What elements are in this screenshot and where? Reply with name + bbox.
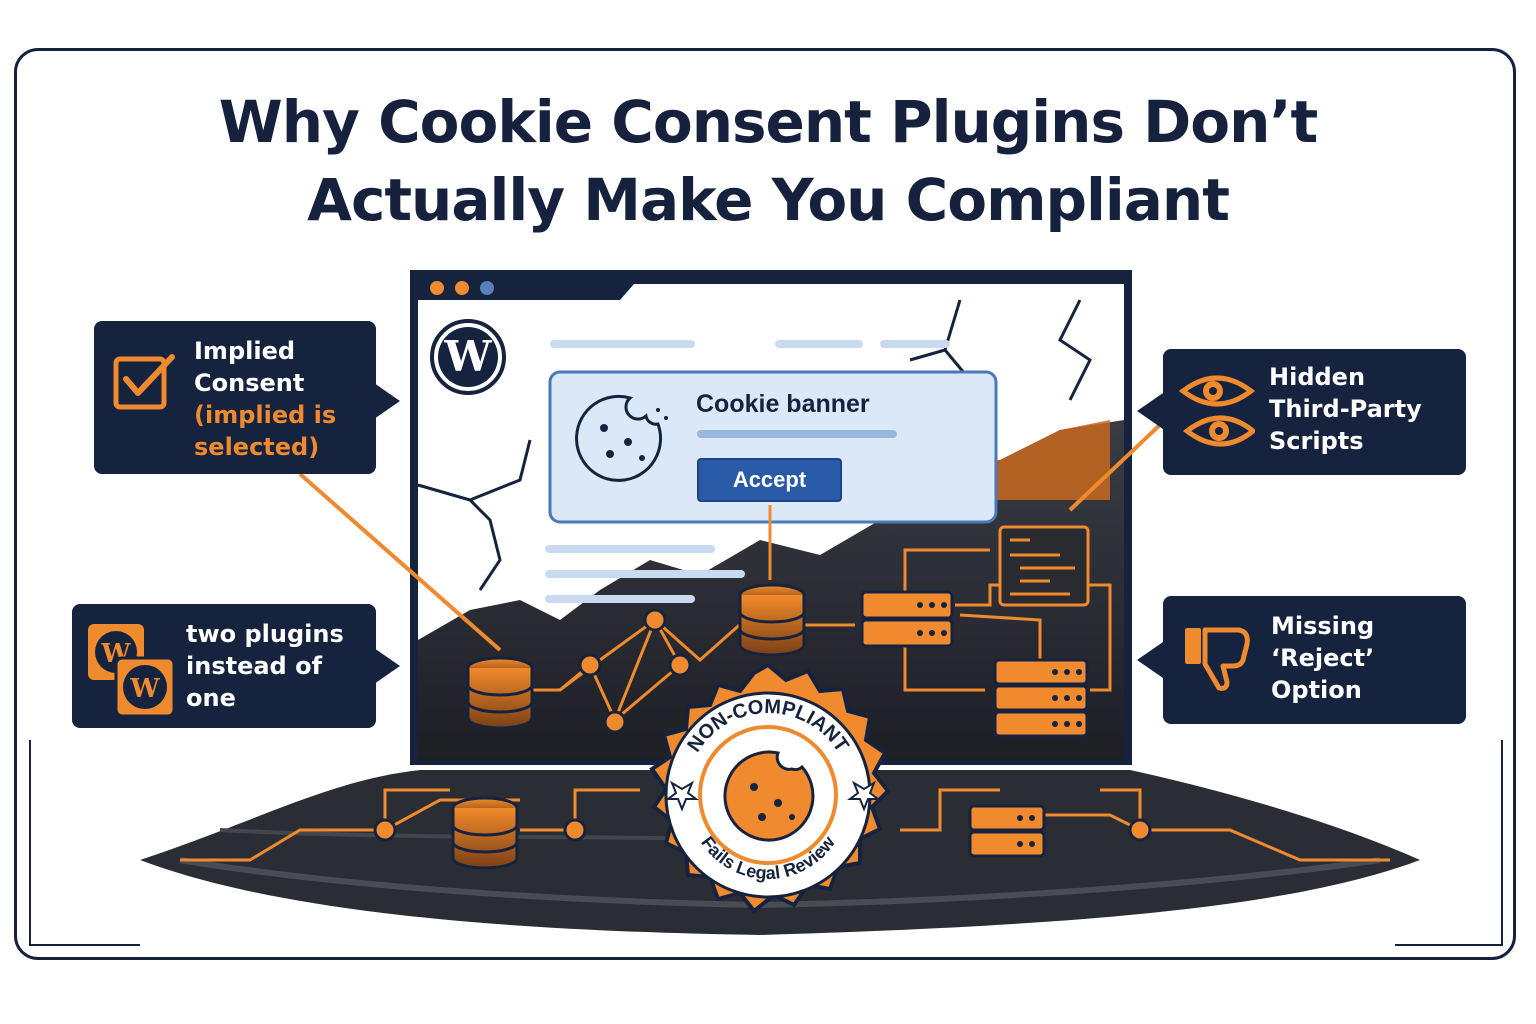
- side-rules: [29, 740, 1503, 946]
- callout-hidden-scripts: Hidden Third-Party Scripts: [1137, 349, 1466, 475]
- banner-cookie-icon: [575, 394, 668, 482]
- title-line-1: Why Cookie Consent Plugins Don’t: [218, 88, 1318, 156]
- wordpress-icon: W W: [88, 624, 176, 718]
- title-line-2: Actually Make You Compliant: [307, 166, 1230, 234]
- outer-frame: [14, 48, 1516, 960]
- code-window-icon: [998, 525, 1090, 607]
- implied-consent-line-2: Consent: [194, 369, 305, 397]
- implied-consent-line-3: (implied is: [194, 401, 337, 429]
- missing-reject-line-2: ‘Reject’: [1271, 644, 1375, 672]
- callout-implied-consent: Implied Consent (implied is selected): [94, 321, 400, 474]
- cookie-banner-title: Cookie banner: [696, 390, 870, 418]
- data-flow-network: [180, 505, 1390, 862]
- callout-tail: [1137, 393, 1163, 429]
- browser-wordpress-logo: W: [430, 319, 506, 395]
- implied-consent-line-1: Implied: [194, 337, 296, 365]
- callout-tail: [374, 383, 400, 419]
- two-plugins-line-3: one: [186, 684, 236, 712]
- callout-missing-reject: Missing ‘Reject’ Option: [1137, 596, 1466, 724]
- two-plugins-line-1: two plugins: [186, 620, 344, 648]
- server-icons: [860, 590, 1089, 858]
- non-compliant-badge: NON-COMPLIANT Fails Legal Review: [649, 662, 891, 914]
- eye-icon: [1179, 375, 1255, 447]
- missing-reject-line-1: Missing: [1271, 612, 1375, 640]
- missing-reject-line-3: Option: [1271, 676, 1362, 704]
- thumbs-down-icon: [1185, 627, 1250, 691]
- implied-consent-line-4: selected): [194, 433, 320, 461]
- network-nodes: [373, 608, 1152, 842]
- badge-cookie-icon: [723, 750, 815, 842]
- accept-button[interactable]: Accept: [697, 458, 842, 502]
- checkbox-icon: [113, 354, 175, 410]
- callout-tail: [374, 648, 400, 684]
- cookie-banner-card: [548, 370, 998, 524]
- hidden-scripts-line-2: Third-Party: [1269, 395, 1422, 423]
- callout-two-plugins: W W two plugins instead of one: [72, 604, 400, 728]
- callout-pointers: [298, 420, 1165, 652]
- svg-text:W: W: [443, 332, 492, 381]
- svg-text:W: W: [129, 674, 160, 704]
- two-plugins-line-2: instead of: [186, 652, 323, 680]
- callout-tail: [1137, 642, 1163, 678]
- hidden-scripts-line-1: Hidden: [1269, 363, 1366, 391]
- hidden-scripts-line-3: Scripts: [1269, 427, 1364, 455]
- database-icons: [451, 583, 806, 870]
